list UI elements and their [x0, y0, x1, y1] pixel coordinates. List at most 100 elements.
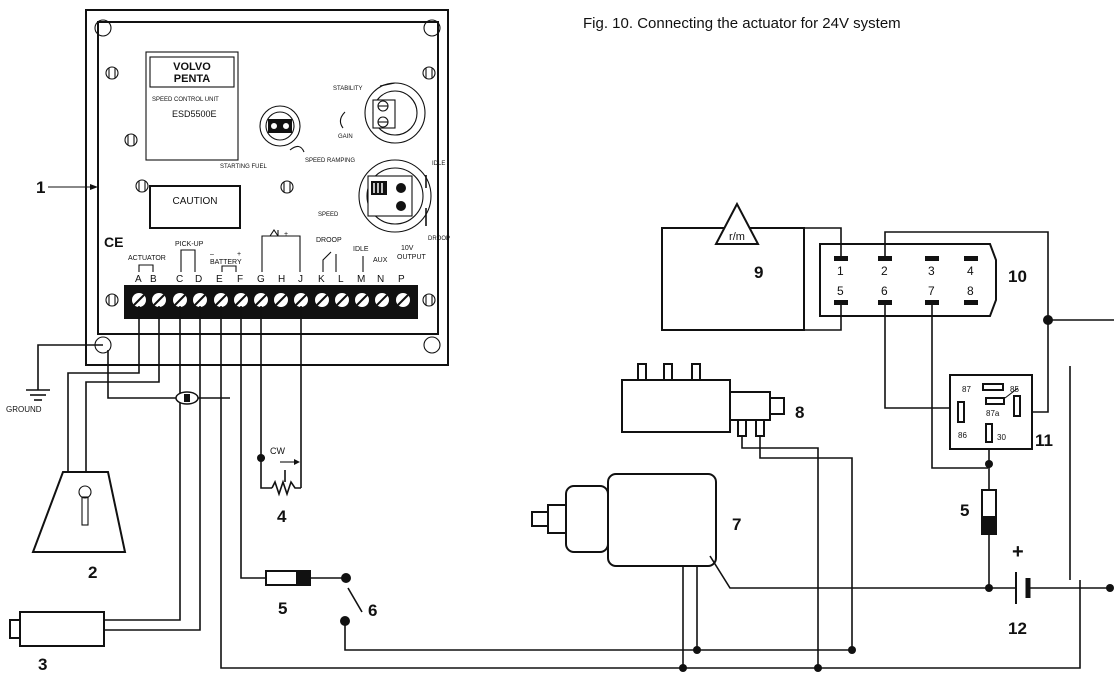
- callout-6: 6: [368, 601, 377, 620]
- terminal-screw-icon: [152, 293, 166, 307]
- screw-icon: [422, 66, 436, 80]
- pin-label: 7: [928, 284, 935, 298]
- relay-pin-85: [1013, 395, 1021, 417]
- terminal-screw-icon: [173, 293, 187, 307]
- relay-pin-87: [982, 383, 1004, 391]
- ground-label: GROUND: [6, 405, 42, 414]
- starting-label: STARTING FUEL: [220, 164, 267, 170]
- terminal-screw-icon: [355, 293, 369, 307]
- callout-4: 4: [277, 507, 287, 526]
- pin-marker: [878, 300, 892, 305]
- mounting-hole-icon: [423, 19, 441, 37]
- terminal-strip: [124, 285, 418, 319]
- callout-8: 8: [795, 403, 804, 422]
- terminal-screw-icon: [214, 293, 228, 307]
- callout-5b: 5: [960, 501, 969, 520]
- screw-icon: [124, 133, 138, 147]
- pin-marker: [964, 256, 978, 261]
- terminal-screw-icon: [335, 293, 349, 307]
- cw-label: CW: [270, 446, 285, 456]
- pin6-wire: [884, 305, 956, 409]
- callout-11: 11: [1035, 431, 1053, 450]
- idle-speed-pot: [358, 159, 432, 233]
- terminal-letter: N: [377, 274, 384, 285]
- starting-fuel-pot: [259, 105, 301, 147]
- stability-gain-pot: [364, 82, 426, 144]
- pickup-bracket: [180, 249, 196, 272]
- battery-minus-sign: –: [210, 251, 214, 258]
- terminal-screw-icon: [193, 293, 207, 307]
- gain-label: GAIN: [338, 134, 353, 140]
- fuse-right: [981, 489, 997, 535]
- battery-symbol-icon: [989, 572, 1114, 604]
- mounting-hole-icon: [94, 19, 112, 37]
- screw-icon: [105, 293, 119, 307]
- rpm-symbol: r/m: [729, 231, 745, 243]
- figure-caption: Fig. 10. Connecting the actuator for 24V…: [583, 15, 901, 32]
- pin-label: 6: [881, 284, 888, 298]
- speed-label: SPEED: [318, 212, 339, 218]
- pin-label: 3: [928, 264, 935, 278]
- brand-logo-box: [149, 56, 235, 88]
- stability-label: STABILITY: [333, 86, 363, 92]
- pot-plus-sign: +: [284, 231, 288, 238]
- terminal-screws: [132, 293, 410, 307]
- terminal-letter: F: [237, 274, 243, 285]
- caution-label: CAUTION: [173, 196, 218, 207]
- relay-pin-87a: [985, 397, 1005, 405]
- battery-plus-label: +: [1012, 541, 1024, 563]
- actuator-bracket: [138, 264, 154, 272]
- pin1-wire: [804, 227, 842, 256]
- screw-icon: [105, 66, 119, 80]
- pressure-switch: [621, 363, 785, 437]
- relay-pin-86: [957, 401, 965, 423]
- terminal-letter: K: [318, 274, 325, 285]
- connector-pins: [834, 256, 978, 305]
- switch-contact-top: [341, 573, 351, 583]
- terminal-screw-icon: [375, 293, 389, 307]
- fuse-left: [265, 570, 311, 586]
- pin-marker: [925, 256, 939, 261]
- ce-mark: CE: [104, 234, 123, 250]
- controller-model: ESD5500E: [172, 109, 217, 119]
- terminal-letter: D: [195, 274, 202, 285]
- brand-name-volvo: VOLVO: [173, 61, 211, 73]
- brand-label-plate: [145, 51, 239, 161]
- terminal-group-10v-output: OUTPUT: [397, 254, 427, 261]
- rpm-triangle-icon: [714, 201, 760, 245]
- screw-icon: [135, 179, 149, 193]
- terminal-screw-icon: [396, 293, 410, 307]
- mounting-hole-icon: [423, 336, 441, 354]
- droop-switch-icon: [322, 251, 337, 272]
- terminal-group-pickup: PICK-UP: [175, 241, 204, 248]
- terminal-screw-icon: [254, 293, 268, 307]
- pressure-switch-wire-1: [741, 436, 819, 668]
- terminal-group-actuator: ACTUATOR: [128, 255, 166, 262]
- callout-2: 2: [88, 563, 97, 582]
- pin-marker: [834, 300, 848, 305]
- terminal-letter: H: [278, 274, 285, 285]
- battery-bracket: [221, 265, 237, 272]
- controller-subtitle: SPEED CONTROL UNIT: [152, 97, 219, 103]
- pin-label: 5: [837, 284, 844, 298]
- actuator-component: [31, 471, 127, 553]
- junction-dot: [985, 460, 993, 468]
- screw-icon: [280, 180, 294, 194]
- terminal-letter: J: [298, 274, 303, 285]
- terminal-group-idle: IDLE: [353, 246, 369, 253]
- relay85-wire: [1026, 320, 1049, 413]
- idle-label: IDLE: [432, 161, 445, 167]
- relay-switch-line: [1004, 387, 1019, 399]
- terminal-letter: M: [357, 274, 365, 285]
- terminal-letter: C: [176, 274, 183, 285]
- connector-pin-labels: 1 2 3 4 5 6 7 8: [837, 264, 974, 298]
- terminal-screw-icon: [234, 293, 248, 307]
- terminal-letter: L: [338, 274, 344, 285]
- terminal-letter: B: [150, 274, 157, 285]
- pin5-wire: [804, 305, 842, 331]
- terminal-screw-icon: [132, 293, 146, 307]
- pin-label: 8: [967, 284, 974, 298]
- terminal-screw-icon: [294, 293, 308, 307]
- cw-potentiometer: [257, 454, 301, 497]
